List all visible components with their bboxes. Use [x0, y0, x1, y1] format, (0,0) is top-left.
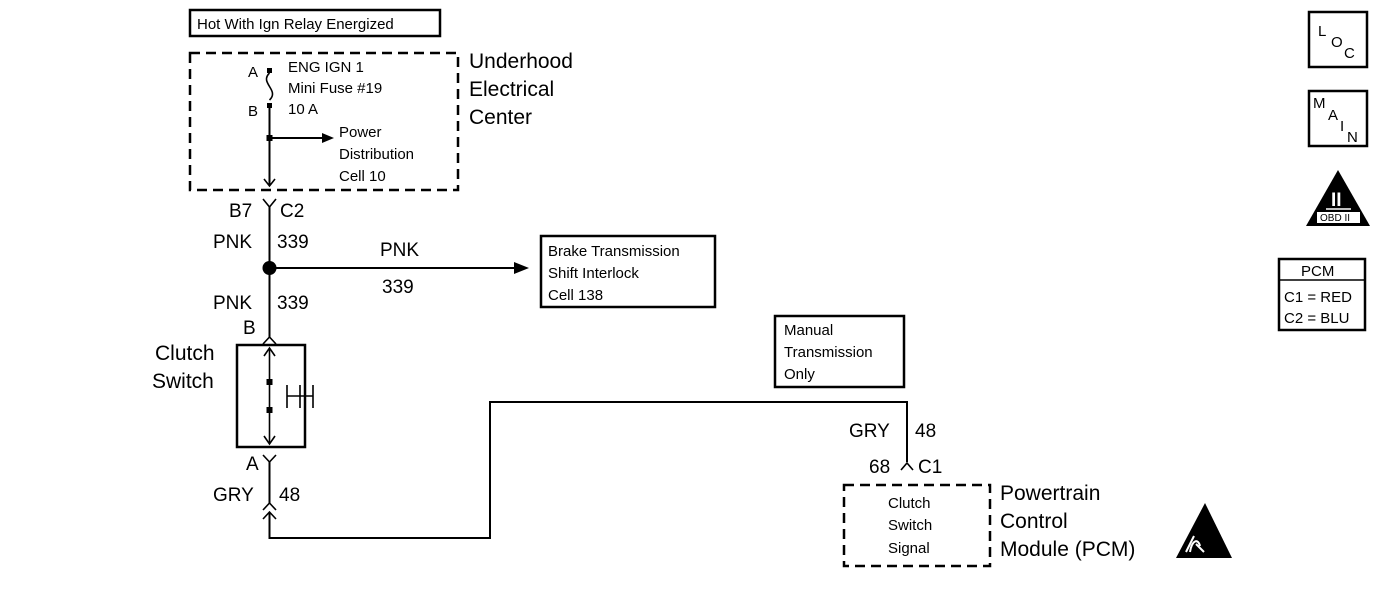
pcm-legend: PCM C1 = RED C2 = BLU — [1277, 257, 1367, 332]
wire-lower-circuit: 339 — [277, 293, 309, 314]
obd-ii-icon[interactable]: II OBD II — [1306, 170, 1370, 226]
clutch-pin-b: B — [243, 318, 256, 339]
branch-wire-circuit: 339 — [382, 277, 414, 298]
pcm-signal-3: Signal — [888, 540, 930, 557]
wire-lower-color: PNK — [213, 293, 252, 314]
power-dist-arrow — [322, 133, 334, 143]
main-icon[interactable]: M A I N — [1307, 89, 1369, 148]
gry-wire-route — [268, 401, 908, 539]
fuse-pin-a: A — [248, 64, 258, 81]
power-dist-2: Distribution — [339, 146, 414, 163]
power-dist-1: Power — [339, 124, 382, 141]
fuse-block-name-2: Electrical — [469, 78, 554, 101]
main-letter-i: I — [1340, 118, 1344, 135]
loc-letter-o: O — [1331, 34, 1343, 51]
pcm-legend-row-1: C1 = RED — [1284, 289, 1352, 306]
pcm-legend-row-2: C2 = BLU — [1284, 310, 1349, 327]
branch-arrow — [514, 262, 529, 274]
obd-label: OBD II — [1320, 213, 1350, 224]
brake-interlock-ref: Brake Transmission Shift Interlock Cell … — [539, 234, 717, 309]
fuse-label-2: Mini Fuse #19 — [288, 80, 382, 97]
pcm-signal-2: Switch — [888, 517, 932, 534]
gry-right-circuit: 48 — [915, 421, 936, 442]
brake-interlock-1: Brake Transmission — [548, 243, 680, 260]
wire-upper-color: PNK — [213, 232, 252, 253]
clutch-pin-a: A — [246, 454, 259, 475]
loc-letter-l: L — [1318, 23, 1326, 40]
main-letter-n: N — [1347, 129, 1358, 146]
main-letter-a: A — [1328, 107, 1338, 124]
clutch-switch: B Clutch Switch A — [152, 318, 314, 475]
relay-note-text: Hot With Ign Relay Energized — [197, 16, 394, 33]
gry-left-color: GRY — [213, 485, 254, 506]
loc-icon[interactable]: L O C — [1307, 10, 1369, 69]
fuse-pin-b: B — [248, 103, 258, 120]
manual-note-1: Manual — [784, 322, 833, 339]
clutch-name-2: Switch — [152, 370, 214, 393]
connector-top-right: C2 — [280, 201, 304, 222]
loc-letter-c: C — [1344, 45, 1355, 62]
pcm-pin: 68 — [869, 457, 890, 478]
clutch-name-1: Clutch — [155, 342, 215, 365]
fuse-terminal-a — [267, 68, 272, 73]
fuse-terminal-b — [267, 103, 272, 108]
fuse-label-3: 10 A — [288, 101, 318, 118]
branch-wire-color: PNK — [380, 240, 419, 261]
fuse-block-arrow — [263, 178, 276, 188]
relay-note: Hot With Ign Relay Energized — [188, 8, 442, 38]
fuse-icon — [265, 72, 274, 101]
pcm-name-2: Control — [1000, 510, 1068, 533]
power-dist-3: Cell 10 — [339, 168, 386, 185]
manual-note-3: Only — [784, 366, 815, 383]
brake-interlock-3: Cell 138 — [548, 287, 603, 304]
pcm-connector-id: C1 — [918, 457, 942, 478]
gry-left-circuit: 48 — [279, 485, 300, 506]
pcm-name-3: Module (PCM) — [1000, 538, 1135, 561]
gry-right-color: GRY — [849, 421, 890, 442]
brake-interlock-2: Shift Interlock — [548, 265, 639, 282]
connector-b7-c2: B7 C2 — [229, 198, 304, 222]
connector-top-left: B7 — [229, 201, 252, 222]
underhood-electrical-center: Underhood Electrical Center A B ENG IGN … — [188, 50, 573, 192]
clutch-plunger-icon — [286, 385, 314, 408]
pcm-legend-title: PCM — [1301, 263, 1334, 280]
pcm-module: Clutch Switch Signal Powertrain Control … — [842, 482, 1135, 568]
esd-sensitive-icon — [1176, 503, 1232, 558]
fuse-block-name-1: Underhood — [469, 50, 573, 73]
manual-trans-note: Manual Transmission Only — [773, 314, 906, 389]
manual-note-2: Transmission — [784, 344, 873, 361]
pcm-signal-1: Clutch — [888, 495, 931, 512]
fuse-label-1: ENG IGN 1 — [288, 59, 364, 76]
main-letter-m: M — [1313, 95, 1326, 112]
obd-numeral: II — [1331, 190, 1342, 211]
wire-upper-circuit: 339 — [277, 232, 309, 253]
pcm-name-1: Powertrain — [1000, 482, 1100, 505]
fuse-block-name-3: Center — [469, 106, 532, 129]
